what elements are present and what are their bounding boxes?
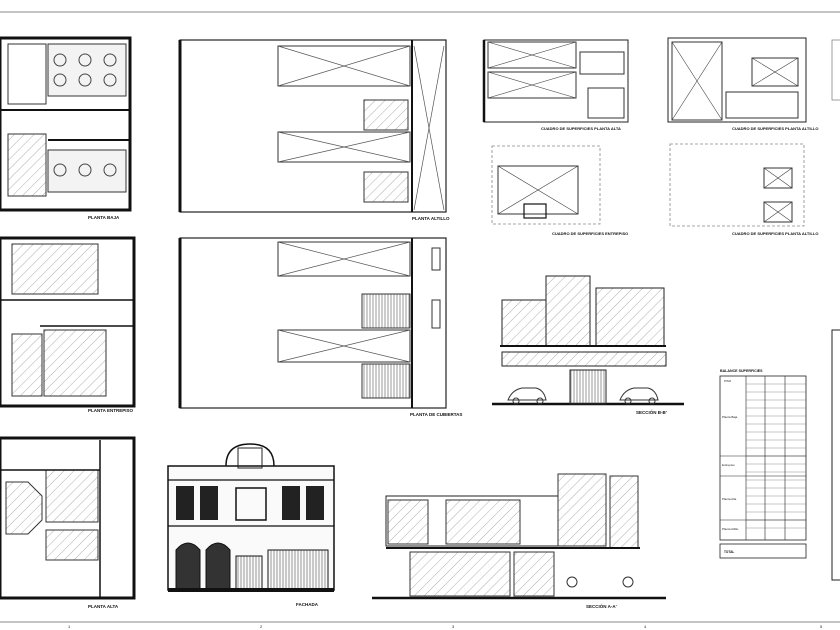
label-planta-alta: PLANTA ALTA [88, 604, 119, 609]
balance-superficies-table: BALANCE SUPERFICIES [719, 369, 807, 559]
balance-total: TOTAL [724, 550, 734, 554]
planta-entrepiso-plan: PLANTA ENTREPISO [0, 236, 136, 413]
title-block-edge [831, 329, 840, 581]
seccion-bb-drawing: SECCIÓN B-B' [492, 275, 684, 415]
fachada-elevation: FACHADA [167, 443, 335, 607]
label-cuadro-en: CUADRO DE SUPERFICIES ENTREPISO [552, 231, 628, 236]
label-fachada: FACHADA [296, 602, 319, 607]
balance-col-piso: PISO [724, 379, 732, 383]
grid-number: 1 [68, 624, 71, 629]
label-cuadro-pbl: CUADRO DE SUPERFICIES PLANTA ALTILLO [732, 231, 818, 236]
balance-group-pb: Planta Baja [722, 415, 738, 419]
label-seccion-aa: SECCIÓN A-A' [586, 602, 617, 609]
grid-number: 2 [260, 624, 263, 629]
cuadro-superficies-en-diagram: CUADRO DE SUPERFICIES ENTREPISO [491, 145, 628, 236]
planta-altillo-plan: PLANTA ALTILLO [178, 39, 450, 221]
balance-group-pa: Planta Alta [722, 497, 737, 501]
grid-reference-numbers: 1 2 3 4 5 [68, 624, 823, 629]
legend-edge [831, 39, 840, 101]
grid-number: 3 [452, 624, 455, 629]
cuadro-superficies-pa-diagram: CUADRO DE SUPERFICIES PLANTA ALTA [482, 39, 629, 131]
label-planta-cubiertas: PLANTA DE CUBIERTAS [410, 412, 462, 417]
label-cuadro-paf: CUADRO DE SUPERFICIES PLANTA ALTILLO [732, 126, 818, 131]
planta-baja-plan: PLANTA BAJA [0, 36, 132, 220]
balance-title: BALANCE SUPERFICIES [720, 369, 763, 373]
planta-alta-plan: PLANTA ALTA [0, 436, 136, 609]
label-planta-baja: PLANTA BAJA [88, 215, 120, 220]
label-planta-altillo: PLANTA ALTILLO [412, 216, 450, 221]
label-cuadro-pa: CUADRO DE SUPERFICIES PLANTA ALTA [541, 126, 621, 131]
label-planta-entrepiso: PLANTA ENTREPISO [88, 408, 134, 413]
cuadro-superficies-pbl-diagram: CUADRO DE SUPERFICIES PLANTA ALTILLO [669, 143, 818, 236]
balance-group-pal: Planta Altillo [722, 527, 739, 531]
grid-number: 5 [820, 624, 823, 629]
label-seccion-bb: SECCIÓN B-B' [636, 408, 667, 415]
grid-number: 4 [644, 624, 647, 629]
balance-group-en: Entrepiso [722, 463, 735, 467]
planta-cubiertas-plan: PLANTA DE CUBIERTAS [178, 237, 462, 417]
seccion-aa-drawing: SECCIÓN A-A' [372, 473, 666, 609]
cuadro-superficies-paf-diagram: CUADRO DE SUPERFICIES PLANTA ALTILLO [667, 37, 818, 131]
